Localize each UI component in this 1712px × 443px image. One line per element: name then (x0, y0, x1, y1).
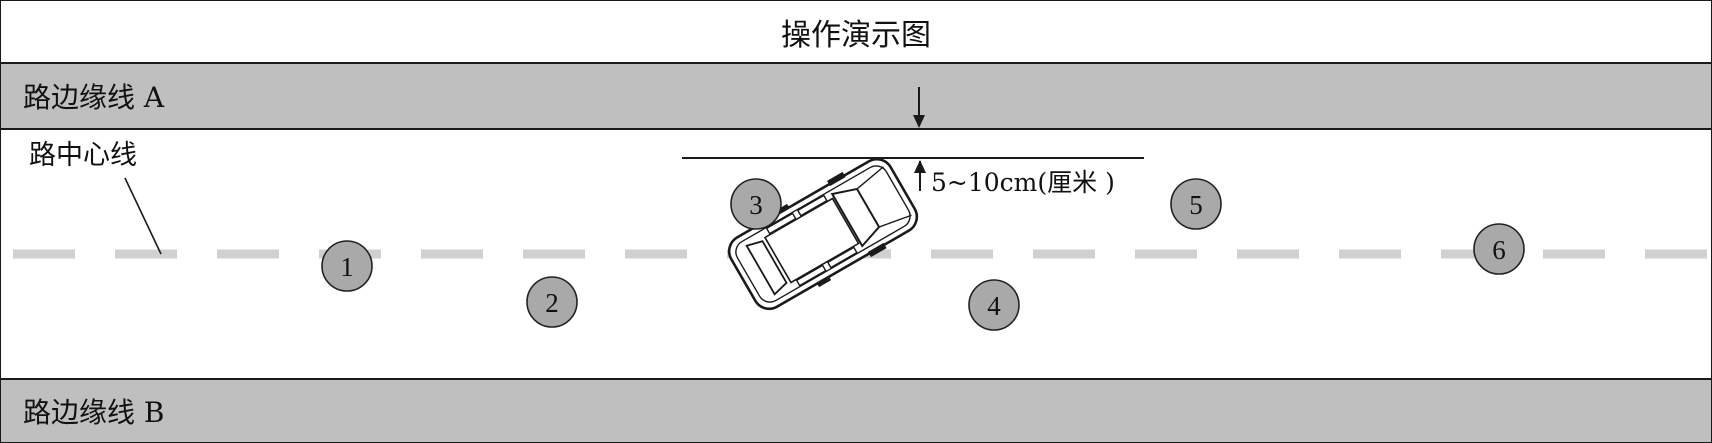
position-number: 4 (987, 291, 1001, 321)
gap-label: 5~10cm(厘米 ) (931, 168, 1115, 197)
down-arrow-icon (913, 87, 925, 128)
position-number: 6 (1492, 235, 1506, 265)
position-number: 2 (545, 288, 559, 318)
position-marker-4: 4 (969, 280, 1019, 330)
centerline-label: 路中心线 (29, 140, 137, 171)
position-marker-3: 3 (731, 179, 781, 229)
position-marker-6: 6 (1474, 224, 1524, 274)
position-marker-5: 5 (1171, 179, 1221, 229)
centerline-leader-line (125, 178, 161, 254)
up-arrow-icon (914, 160, 926, 191)
car-icon (721, 150, 924, 318)
position-marker-1: 1 (322, 241, 372, 291)
position-number: 5 (1189, 190, 1203, 220)
position-number: 3 (749, 190, 763, 220)
position-marker-2: 2 (527, 277, 577, 327)
position-number: 1 (340, 252, 354, 282)
